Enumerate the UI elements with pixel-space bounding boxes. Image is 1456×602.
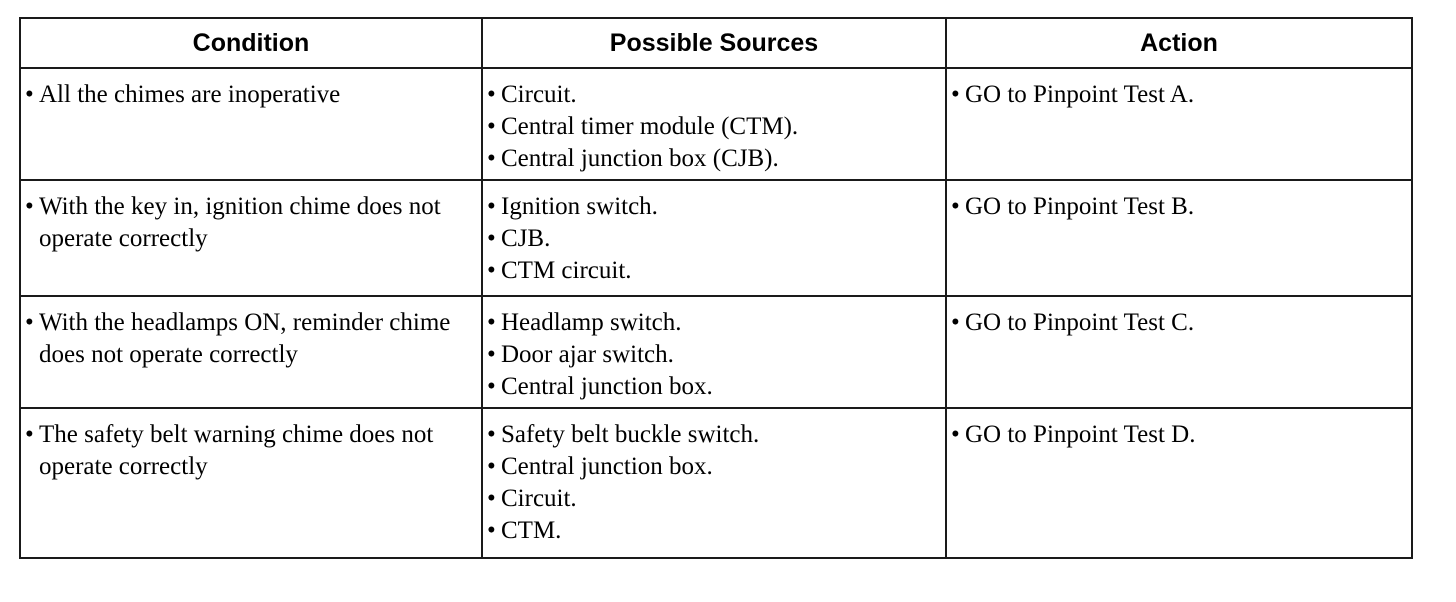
bullet-mark: • [487, 257, 496, 284]
action-text: GO to Pinpoint Test B. [965, 193, 1195, 220]
action-cell: •GO to Pinpoint Test C. [945, 295, 1413, 409]
bullet-mark: • [487, 193, 496, 220]
source-item: CTM circuit. [501, 257, 632, 284]
header-condition: Condition [19, 17, 483, 69]
action-cell: •GO to Pinpoint Test B. [945, 179, 1413, 297]
bullet-mark: • [487, 517, 496, 544]
bullet-mark: • [487, 421, 496, 448]
condition-text: All the chimes are inoperative [39, 81, 341, 108]
source-item: Door ajar switch. [501, 341, 674, 368]
bullet-mark: • [951, 81, 960, 108]
condition-text: The safety belt warning chime does not o… [39, 421, 434, 480]
source-item: Headlamp switch. [501, 309, 682, 336]
action-text: GO to Pinpoint Test C. [965, 309, 1195, 336]
condition-cell: •With the key in, ignition chime does no… [19, 179, 483, 297]
table-row: •With the key in, ignition chime does no… [19, 179, 1413, 297]
bullet-mark: • [951, 309, 960, 336]
condition-text: With the key in, ignition chime does not… [39, 193, 441, 252]
action-text: GO to Pinpoint Test A. [965, 81, 1195, 108]
action-text: GO to Pinpoint Test D. [965, 421, 1196, 448]
bullet-mark: • [25, 421, 34, 448]
bullet-mark: • [487, 113, 496, 140]
source-item: Central junction box (CJB). [501, 145, 779, 172]
source-item: Central junction box. [501, 373, 713, 400]
source-item: Circuit. [501, 81, 577, 108]
source-item: Safety belt buckle switch. [501, 421, 760, 448]
source-item: Central junction box. [501, 453, 713, 480]
condition-cell: •The safety belt warning chime does not … [19, 407, 483, 559]
sources-cell: •Safety belt buckle switch. •Central jun… [481, 407, 947, 559]
bullet-mark: • [25, 309, 34, 336]
source-item: Ignition switch. [501, 193, 658, 220]
source-item: CTM. [501, 517, 562, 544]
bullet-mark: • [487, 373, 496, 400]
bullet-mark: • [487, 485, 496, 512]
bullet-mark: • [487, 81, 496, 108]
sources-cell: •Ignition switch. •CJB. •CTM circuit. [481, 179, 947, 297]
table-header-row: Condition Possible Sources Action [19, 17, 1413, 69]
sources-cell: •Headlamp switch. •Door ajar switch. •Ce… [481, 295, 947, 409]
source-item: Circuit. [501, 485, 577, 512]
bullet-mark: • [487, 309, 496, 336]
sources-cell: •Circuit. •Central timer module (CTM). •… [481, 67, 947, 181]
condition-cell: •All the chimes are inoperative [19, 67, 483, 181]
source-item: Central timer module (CTM). [501, 113, 799, 140]
bullet-mark: • [25, 193, 34, 220]
condition-cell: •With the headlamps ON, reminder chime d… [19, 295, 483, 409]
bullet-mark: • [487, 453, 496, 480]
condition-text: With the headlamps ON, reminder chime do… [39, 309, 451, 368]
bullet-mark: • [25, 81, 34, 108]
action-cell: •GO to Pinpoint Test A. [945, 67, 1413, 181]
bullet-mark: • [487, 225, 496, 252]
header-action: Action [945, 17, 1413, 69]
table-row: •With the headlamps ON, reminder chime d… [19, 295, 1413, 409]
bullet-mark: • [951, 421, 960, 448]
bullet-mark: • [487, 145, 496, 172]
table-row: •All the chimes are inoperative •Circuit… [19, 67, 1413, 181]
bullet-mark: • [951, 193, 960, 220]
diagnosis-table: Condition Possible Sources Action •All t… [19, 17, 1413, 559]
header-possible-sources: Possible Sources [481, 17, 947, 69]
source-item: CJB. [501, 225, 551, 252]
table-row: •The safety belt warning chime does not … [19, 407, 1413, 559]
bullet-mark: • [487, 341, 496, 368]
action-cell: •GO to Pinpoint Test D. [945, 407, 1413, 559]
